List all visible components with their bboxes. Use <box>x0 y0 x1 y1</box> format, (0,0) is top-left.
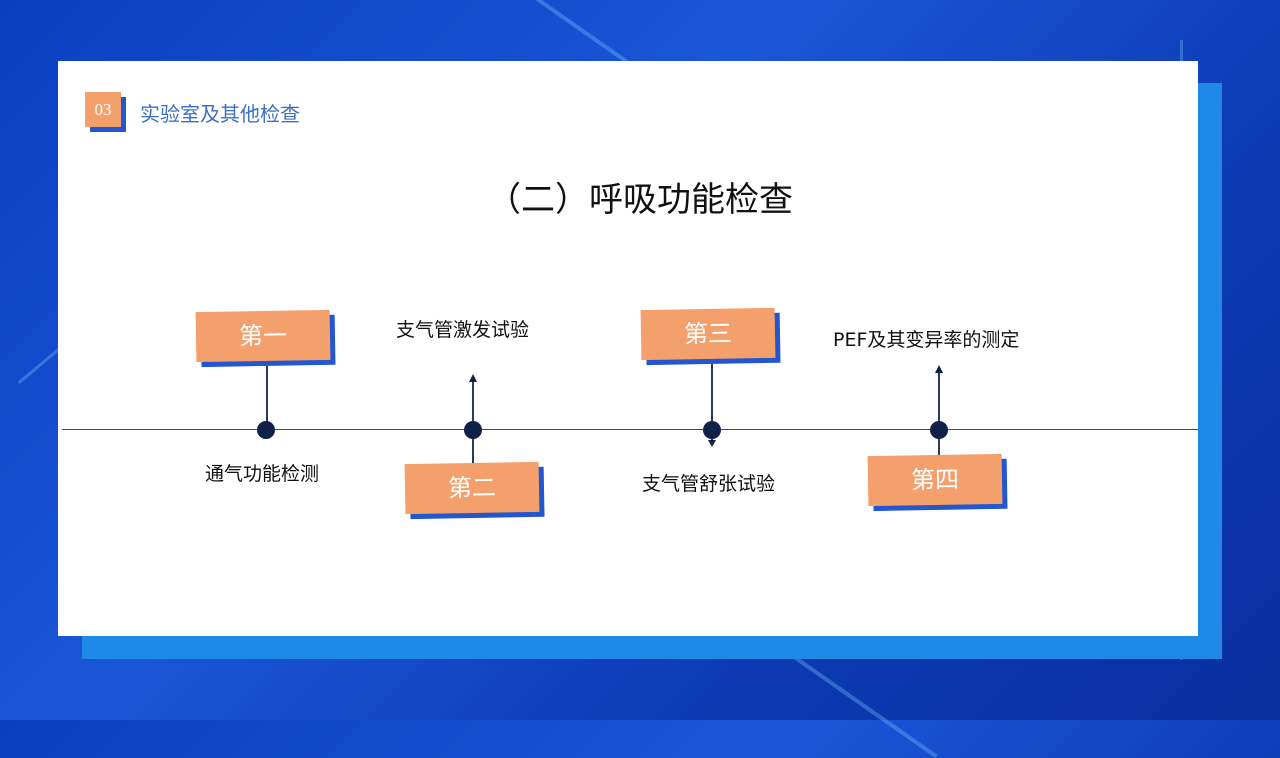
section-title: 实验室及其他检查 <box>140 102 300 126</box>
timeline-axis <box>62 429 1198 430</box>
arrow-up-icon <box>935 365 943 373</box>
connector-line <box>266 362 268 430</box>
step-label-4: PEF及其变异率的测定 <box>833 329 1020 351</box>
connector-line <box>711 360 713 440</box>
step-box-2: 第二 <box>404 461 540 515</box>
step-box-1: 第一 <box>195 309 331 363</box>
step-label-1: 通气功能检测 <box>205 463 320 485</box>
step-label-2: 支气管激发试验 <box>396 319 530 341</box>
section-number-badge: 03 <box>85 92 121 127</box>
timeline-node <box>930 421 948 439</box>
page-title: （二）呼吸功能检查 <box>487 180 793 220</box>
timeline-node <box>257 421 275 439</box>
step-label-3: 支气管舒张试验 <box>642 473 776 495</box>
connector-line <box>938 372 940 456</box>
arrow-down-icon <box>708 440 716 447</box>
timeline-node <box>464 421 482 439</box>
timeline-node <box>703 421 721 439</box>
step-box-4: 第四 <box>867 453 1003 507</box>
step-box-3: 第三 <box>640 307 776 361</box>
arrow-up-icon <box>469 374 477 382</box>
